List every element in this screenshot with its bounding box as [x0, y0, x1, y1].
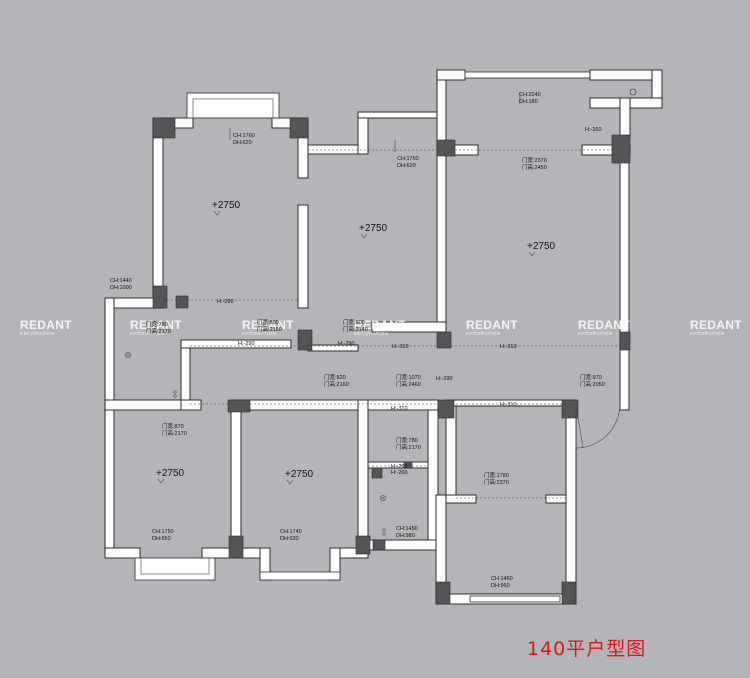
beam-lines	[163, 92, 620, 499]
label: 门高:2050	[580, 380, 605, 388]
label: 门高:2370	[484, 478, 509, 486]
svg-text:DECORATION: DECORATION	[242, 331, 277, 336]
label: 门宽:800	[343, 318, 365, 326]
label: H:-260	[391, 464, 408, 470]
svg-text:DECORATION: DECORATION	[690, 331, 725, 336]
watermark: REDANT DECORATION REDANT DECORATION REDA…	[20, 318, 742, 336]
svg-text:DECORATION: DECORATION	[130, 331, 165, 336]
label: DH:630	[280, 536, 299, 542]
label: 门宽:800	[257, 318, 279, 326]
label: 门宽:780	[146, 320, 168, 328]
label: H:-260	[585, 127, 602, 133]
label: 门高:2170	[396, 443, 421, 451]
label: H:-290	[338, 341, 355, 347]
svg-text:REDANT: REDANT	[354, 318, 406, 332]
label: DH:960	[491, 583, 510, 589]
label: DH:1000	[110, 285, 132, 291]
label: 门宽:780	[396, 436, 418, 444]
label: CH:1750	[152, 529, 174, 535]
label: 门宽:820	[324, 373, 346, 381]
label: 门宽:970	[580, 373, 602, 381]
fixtures	[125, 88, 637, 536]
svg-text:REDANT: REDANT	[20, 318, 72, 332]
label: CH:1750	[397, 156, 419, 162]
level-mark: +2750	[212, 200, 241, 211]
label: DH:620	[233, 140, 252, 146]
label: 门宽:2370	[522, 156, 547, 164]
svg-text:REDANT: REDANT	[690, 318, 742, 332]
level-mark: +2750	[285, 469, 314, 480]
label: CH:1760	[233, 133, 255, 139]
svg-text:DECORATION: DECORATION	[578, 331, 613, 336]
label: 门高:2150	[257, 325, 282, 333]
svg-text:REDANT: REDANT	[242, 318, 294, 332]
level-mark: +2750	[359, 223, 388, 234]
label: DH:980	[396, 533, 415, 539]
svg-text:REDANT: REDANT	[578, 318, 630, 332]
svg-text:DECORATION: DECORATION	[466, 331, 501, 336]
label: H:-310	[500, 402, 517, 408]
label: DH:620	[397, 163, 416, 169]
level-mark: +2750	[156, 468, 185, 479]
level-mark: +2750	[527, 241, 556, 252]
label: H:-260	[391, 470, 408, 476]
annotations: CH:1760 DH:620 CH:1750 DH:620 CH:2240 DH…	[110, 92, 605, 589]
svg-text:REDANT: REDANT	[130, 318, 182, 332]
label: H:-290	[217, 299, 234, 305]
label: 门高:2170	[146, 327, 171, 335]
label: H:-290	[436, 376, 453, 382]
pillars	[152, 117, 631, 605]
label: 门高:2140	[343, 325, 368, 333]
svg-text:DECORATION: DECORATION	[354, 331, 389, 336]
label: H:-310	[391, 406, 408, 412]
svg-text:DECORATION: DECORATION	[20, 331, 55, 336]
label: CH:1450	[396, 526, 418, 532]
label: H:-310	[392, 344, 409, 350]
label: DH:650	[152, 536, 171, 542]
label: 门宽:1780	[484, 471, 509, 479]
label: 门宽:1070	[396, 373, 421, 381]
label: 门高:2170	[162, 429, 187, 437]
plan-caption: 140平户型图	[527, 638, 647, 660]
label: CH:1740	[280, 529, 302, 535]
label: CH:1440	[110, 278, 132, 284]
label: 门宽:870	[162, 422, 184, 430]
label: 门高:2450	[522, 163, 547, 171]
walls	[104, 69, 663, 605]
label: H:-290	[238, 341, 255, 347]
label: CH:1460	[491, 576, 513, 582]
label: CH:2240	[519, 92, 541, 98]
label: 门高:2160	[324, 380, 349, 388]
svg-text:REDANT: REDANT	[466, 318, 518, 332]
label: H:-310	[500, 344, 517, 350]
door-swing	[575, 404, 621, 449]
label: DH:180	[519, 99, 538, 105]
label: 门高:2460	[396, 380, 421, 388]
